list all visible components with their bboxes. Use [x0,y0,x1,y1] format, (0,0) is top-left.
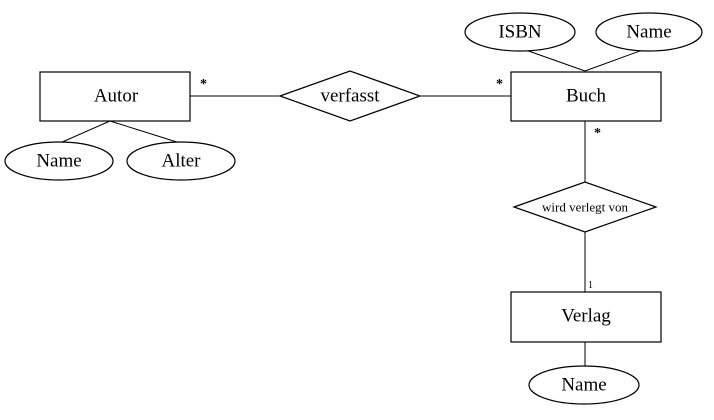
edge-buch-isbn [519,47,586,72]
cardinality-buch-verlegt: * [594,126,601,141]
attribute-buch-name[interactable]: Name [595,12,703,52]
attribute-autor-name-label: Name [36,151,81,172]
attribute-autor-name[interactable]: Name [4,141,114,181]
attribute-buch-isbn[interactable]: ISBN [464,12,576,52]
entity-buch-label: Buch [566,86,607,107]
edge-autor-alter [109,120,181,144]
entity-autor[interactable]: Autor [39,71,191,122]
attribute-buch-isbn-label: ISBN [498,22,542,43]
edge-buch-name [584,47,649,72]
cardinality-buch-verfasst: * [496,77,503,92]
cardinality-autor-verfasst: * [200,77,207,92]
entity-verlag-label: Verlag [561,306,611,327]
entity-buch[interactable]: Buch [510,71,662,122]
cardinality-verlag-verlegt: 1 [588,280,593,291]
relationship-verfasst[interactable]: verfasst [278,70,422,122]
entity-autor-label: Autor [94,86,139,107]
relationship-verlegt[interactable]: wird verlegt von [512,181,658,233]
attribute-autor-alter[interactable]: Alter [126,141,236,181]
attribute-buch-name-label: Name [626,22,671,43]
attribute-verlag-name-label: Name [561,375,606,396]
edge-autor-name [59,120,111,144]
relationship-verfasst-label: verfasst [320,86,380,107]
attribute-autor-alter-label: Alter [161,151,201,172]
relationship-verlegt-label: wird verlegt von [542,200,628,215]
entity-verlag[interactable]: Verlag [510,291,662,343]
attribute-verlag-name[interactable]: Name [528,365,640,405]
